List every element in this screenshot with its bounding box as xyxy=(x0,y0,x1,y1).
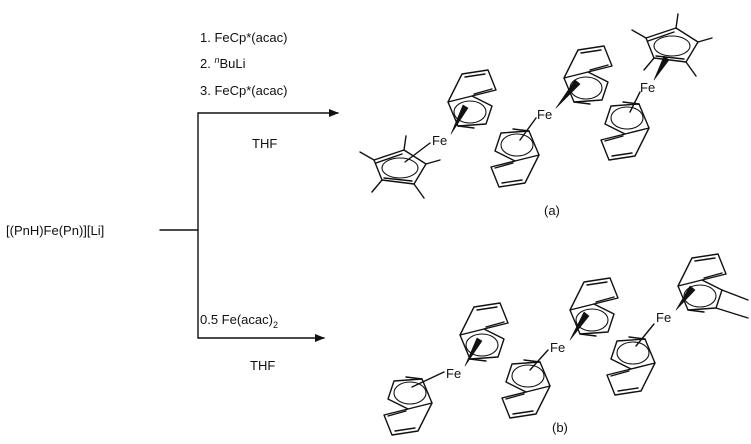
product-b-label: (b) xyxy=(552,420,568,435)
reactant-formula: [(PnH)Fe(Pn)][Li] xyxy=(6,223,104,238)
top-step1: 1. FeCp*(acac) xyxy=(200,30,287,45)
fe-atom: Fe xyxy=(640,80,655,95)
branch-lines xyxy=(159,109,339,342)
fe-atom: Fe xyxy=(537,107,552,122)
top-solvent: THF xyxy=(252,136,277,151)
top-step3: 3. FeCp*(acac) xyxy=(200,83,287,98)
product-b-structure: Fe Fe Fe xyxy=(383,253,749,436)
bottom-reagent: 0.5 Fe(acac)2 xyxy=(200,312,278,330)
top-step2: 2. nBuLi xyxy=(200,55,246,71)
fe-atom: Fe xyxy=(656,310,671,325)
fe-atom: Fe xyxy=(550,340,565,355)
bottom-solvent: THF xyxy=(250,358,275,373)
product-a-structure: Fe Fe Fe xyxy=(359,13,713,199)
fe-atom: Fe xyxy=(432,133,447,148)
product-a-label: (a) xyxy=(544,203,560,218)
fe-atom: Fe xyxy=(446,366,461,381)
